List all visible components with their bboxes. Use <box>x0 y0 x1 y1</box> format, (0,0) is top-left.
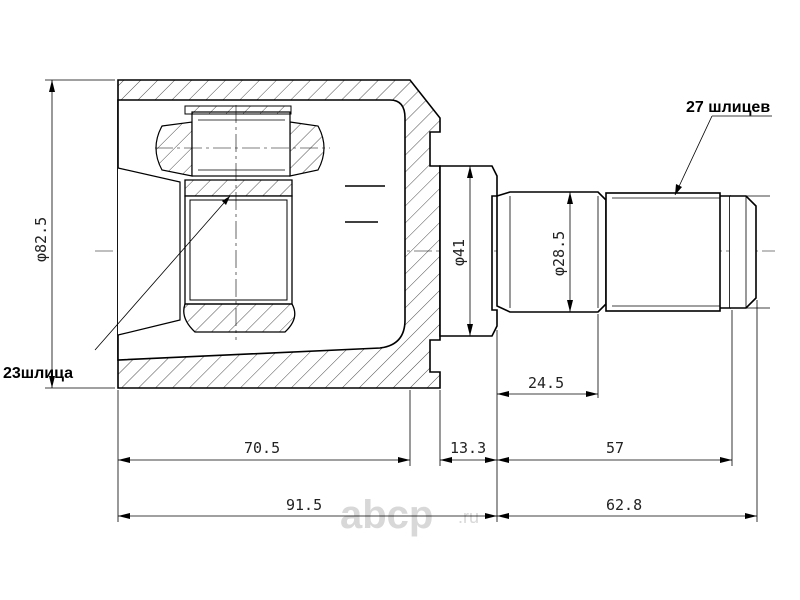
leader-lines <box>94 115 772 351</box>
diameter-flange-label: φ41 <box>450 239 468 266</box>
dimension-texts: φ82.5 φ41 φ28.5 24.5 70.5 13.3 57 91.5 6… <box>32 217 642 514</box>
housing-splines-label: 23шлица <box>3 365 73 382</box>
tripod-spider <box>155 105 330 340</box>
flange-neck <box>439 165 498 337</box>
total-shaft-label: 62.8 <box>606 496 642 514</box>
dimension-lines <box>49 80 757 519</box>
shaft-length-label: 57 <box>606 439 624 457</box>
watermark-domain: .ru <box>458 507 479 527</box>
flange-length-label: 13.3 <box>450 439 486 457</box>
total-housing-label: 91.5 <box>286 496 322 514</box>
housing-length-label: 70.5 <box>244 439 280 457</box>
shaft <box>496 191 757 313</box>
shaft-step-label: 24.5 <box>528 374 564 392</box>
shaft-splines-label: 27 шлицев <box>686 99 770 116</box>
diameter-shaft-label: φ28.5 <box>550 231 568 276</box>
diameter-outer-label: φ82.5 <box>32 217 50 262</box>
watermark-brand: abcp <box>340 493 433 537</box>
watermark: abcp .ru <box>340 493 479 537</box>
extension-lines <box>45 79 770 522</box>
labels: 23шлица 27 шлицев <box>3 99 770 382</box>
